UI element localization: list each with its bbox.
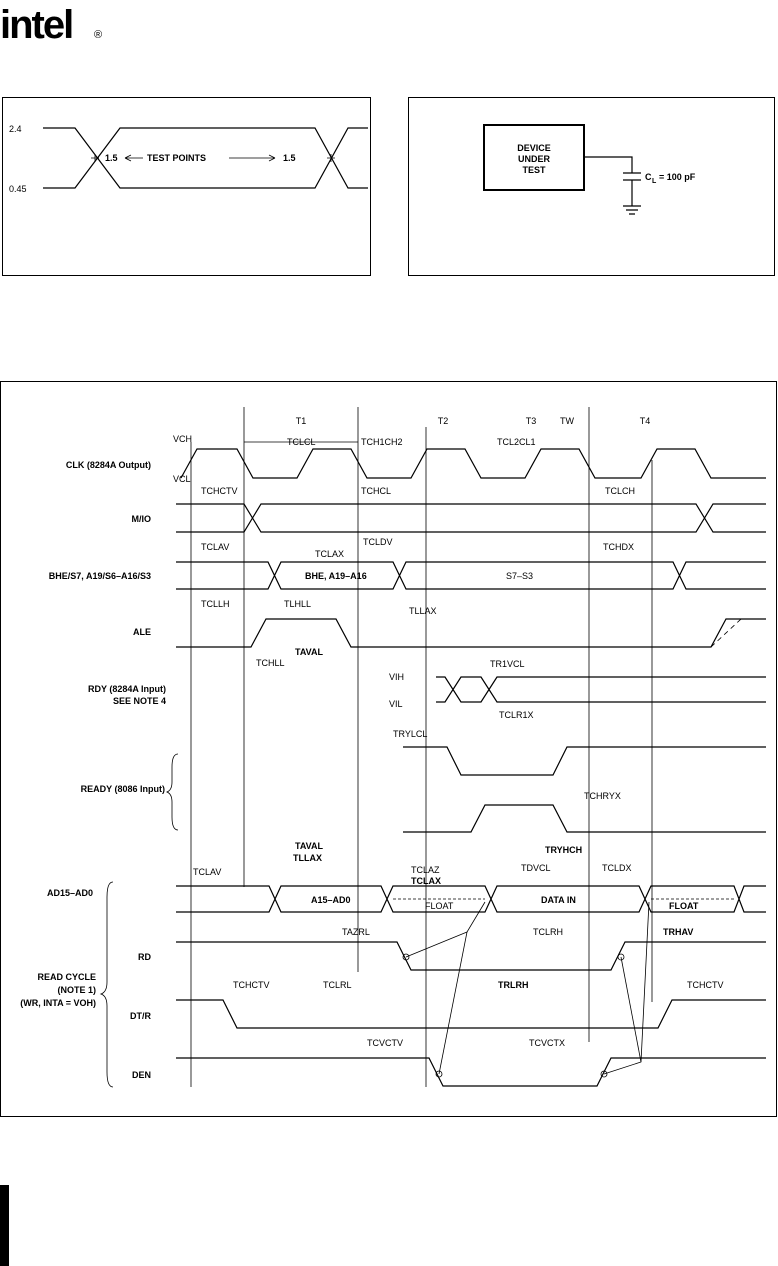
v-low-label: 0.45 <box>9 184 27 194</box>
param-tchctv1: TCHCTV <box>201 486 238 496</box>
param-tcldx: TCLDX <box>602 863 632 873</box>
intel-logo: intel ® <box>0 0 120 50</box>
ale-waveform <box>176 618 766 648</box>
param-tchryx: TCHRYX <box>584 791 621 801</box>
test-point-right: 1.5 <box>283 153 296 163</box>
v-high-label: 2.4 <box>9 124 22 134</box>
signal-ready: READY (8086 Input) <box>81 784 165 794</box>
cap-label: C <box>645 172 652 182</box>
level-vil: VIL <box>389 699 403 709</box>
rd-waveform <box>176 941 766 971</box>
registered-mark: ® <box>94 29 102 41</box>
bus-float1: FLOAT <box>425 901 454 911</box>
param-tchctv2: TCHCTV <box>233 980 270 990</box>
param-taval2: TAVAL <box>295 841 323 851</box>
test-waveform-panel: 2.4 0.45 1.5 1.5 TEST POINTS <box>2 97 371 276</box>
page-edge-bar <box>0 1185 9 1266</box>
param-tryhch: TRYHCH <box>545 845 582 855</box>
bus-status: S7–S3 <box>506 571 533 581</box>
param-tchcl: TCHCL <box>361 486 391 496</box>
param-tazrl: TAZRL <box>342 927 370 937</box>
ready-waveform-2 <box>403 804 766 833</box>
note1-label: (NOTE 1) <box>57 985 96 995</box>
param-tclcl: TCLCL <box>287 437 316 447</box>
param-tchdx: TCHDX <box>603 542 634 552</box>
bus-addr: A15–AD0 <box>311 895 351 905</box>
capacitor-icon <box>623 172 641 181</box>
param-taval1: TAVAL <box>295 647 323 657</box>
state-t2: T2 <box>438 416 449 426</box>
ad-waveform <box>176 885 766 913</box>
signal-ad: AD15–AD0 <box>47 888 93 898</box>
rdy-waveform <box>436 676 766 703</box>
param-tclax1: TCLAX <box>315 549 344 559</box>
param-tllax1: TLLAX <box>409 606 437 616</box>
param-tch1ch2: TCH1CH2 <box>361 437 403 447</box>
state-t3: T3 <box>526 416 537 426</box>
param-tclrl: TCLRL <box>323 980 352 990</box>
param-tlhll: TLHLL <box>284 599 311 609</box>
dtr-waveform <box>176 999 766 1029</box>
param-tcllh: TCLLH <box>201 599 230 609</box>
state-t4: T4 <box>640 416 651 426</box>
param-tclrh: TCLRH <box>533 927 563 937</box>
state-t1: T1 <box>296 416 307 426</box>
clk-waveform <box>180 448 766 479</box>
param-tcldv: TCLDV <box>363 537 393 547</box>
read-cycle-timing-panel: T1 T2 T3 TW T4 TCLCL TCH1CH2 TCL2CL1 VCH… <box>0 381 777 1117</box>
param-tclch: TCLCH <box>605 486 635 496</box>
mio-waveform <box>176 503 766 533</box>
signal-clk: CLK (8284A Output) <box>66 460 151 470</box>
param-tcl2cl1: TCL2CL1 <box>497 437 536 447</box>
test-points-caption: TEST POINTS <box>147 153 206 163</box>
cap-value: = 100 pF <box>659 172 696 182</box>
signal-mio: M/IO <box>132 514 152 524</box>
logo-text: intel <box>0 3 72 47</box>
param-tclaz: TCLAZ <box>411 865 440 875</box>
param-tdvcl: TDVCL <box>521 863 551 873</box>
signal-rdy-note: SEE NOTE 4 <box>113 696 166 706</box>
param-tcvctx: TCVCTX <box>529 1038 565 1048</box>
load-circuit-panel: DEVICE UNDER TEST C L = 100 pF <box>408 97 775 276</box>
signal-rdy: RDY (8284A Input) <box>88 684 166 694</box>
bus-data-in: DATA IN <box>541 895 576 905</box>
den-waveform <box>176 1057 766 1087</box>
cap-sub: L <box>652 178 657 185</box>
level-vih: VIH <box>389 672 404 682</box>
param-tclax2: TCLAX <box>411 876 441 886</box>
param-trlrh: TRLRH <box>498 980 529 990</box>
param-trhav: TRHAV <box>663 927 693 937</box>
param-tllax2: TLLAX <box>293 853 322 863</box>
level-vch: VCH <box>173 434 192 444</box>
device-line3: TEST <box>522 165 546 175</box>
wr-inta-label: (WR, INTA = VOH) <box>20 998 96 1008</box>
param-tchll: TCHLL <box>256 658 285 668</box>
ready-waveform-1 <box>403 746 766 776</box>
read-cycle-label: READ CYCLE <box>37 972 96 982</box>
device-line2: UNDER <box>518 154 551 164</box>
param-tcvctv: TCVCTV <box>367 1038 403 1048</box>
signal-bhe: BHE/S7, A19/S6–A16/S3 <box>49 571 151 581</box>
signal-ale: ALE <box>133 627 151 637</box>
test-point-left: 1.5 <box>105 153 118 163</box>
waveform-low <box>43 127 368 189</box>
signal-den: DEN <box>132 1070 151 1080</box>
waveform-high <box>43 127 368 189</box>
param-tchctv3: TCHCTV <box>687 980 724 990</box>
signal-dtr: DT/R <box>130 1011 151 1021</box>
signal-rd: RD <box>138 952 151 962</box>
param-tclav1: TCLAV <box>201 542 229 552</box>
device-line1: DEVICE <box>517 143 551 153</box>
state-tw: TW <box>560 416 574 426</box>
ground-icon <box>623 205 641 215</box>
param-tclr1x: TCLR1X <box>499 710 534 720</box>
bhe-waveform <box>176 561 766 590</box>
bus-bhe-addr: BHE, A19–A16 <box>305 571 367 581</box>
param-trylcl: TRYLCL <box>393 729 427 739</box>
param-tr1vcl: TR1VCL <box>490 659 525 669</box>
level-vcl: VCL <box>173 474 191 484</box>
bus-float2: FLOAT <box>669 901 699 911</box>
param-tclav2: TCLAV <box>193 867 221 877</box>
